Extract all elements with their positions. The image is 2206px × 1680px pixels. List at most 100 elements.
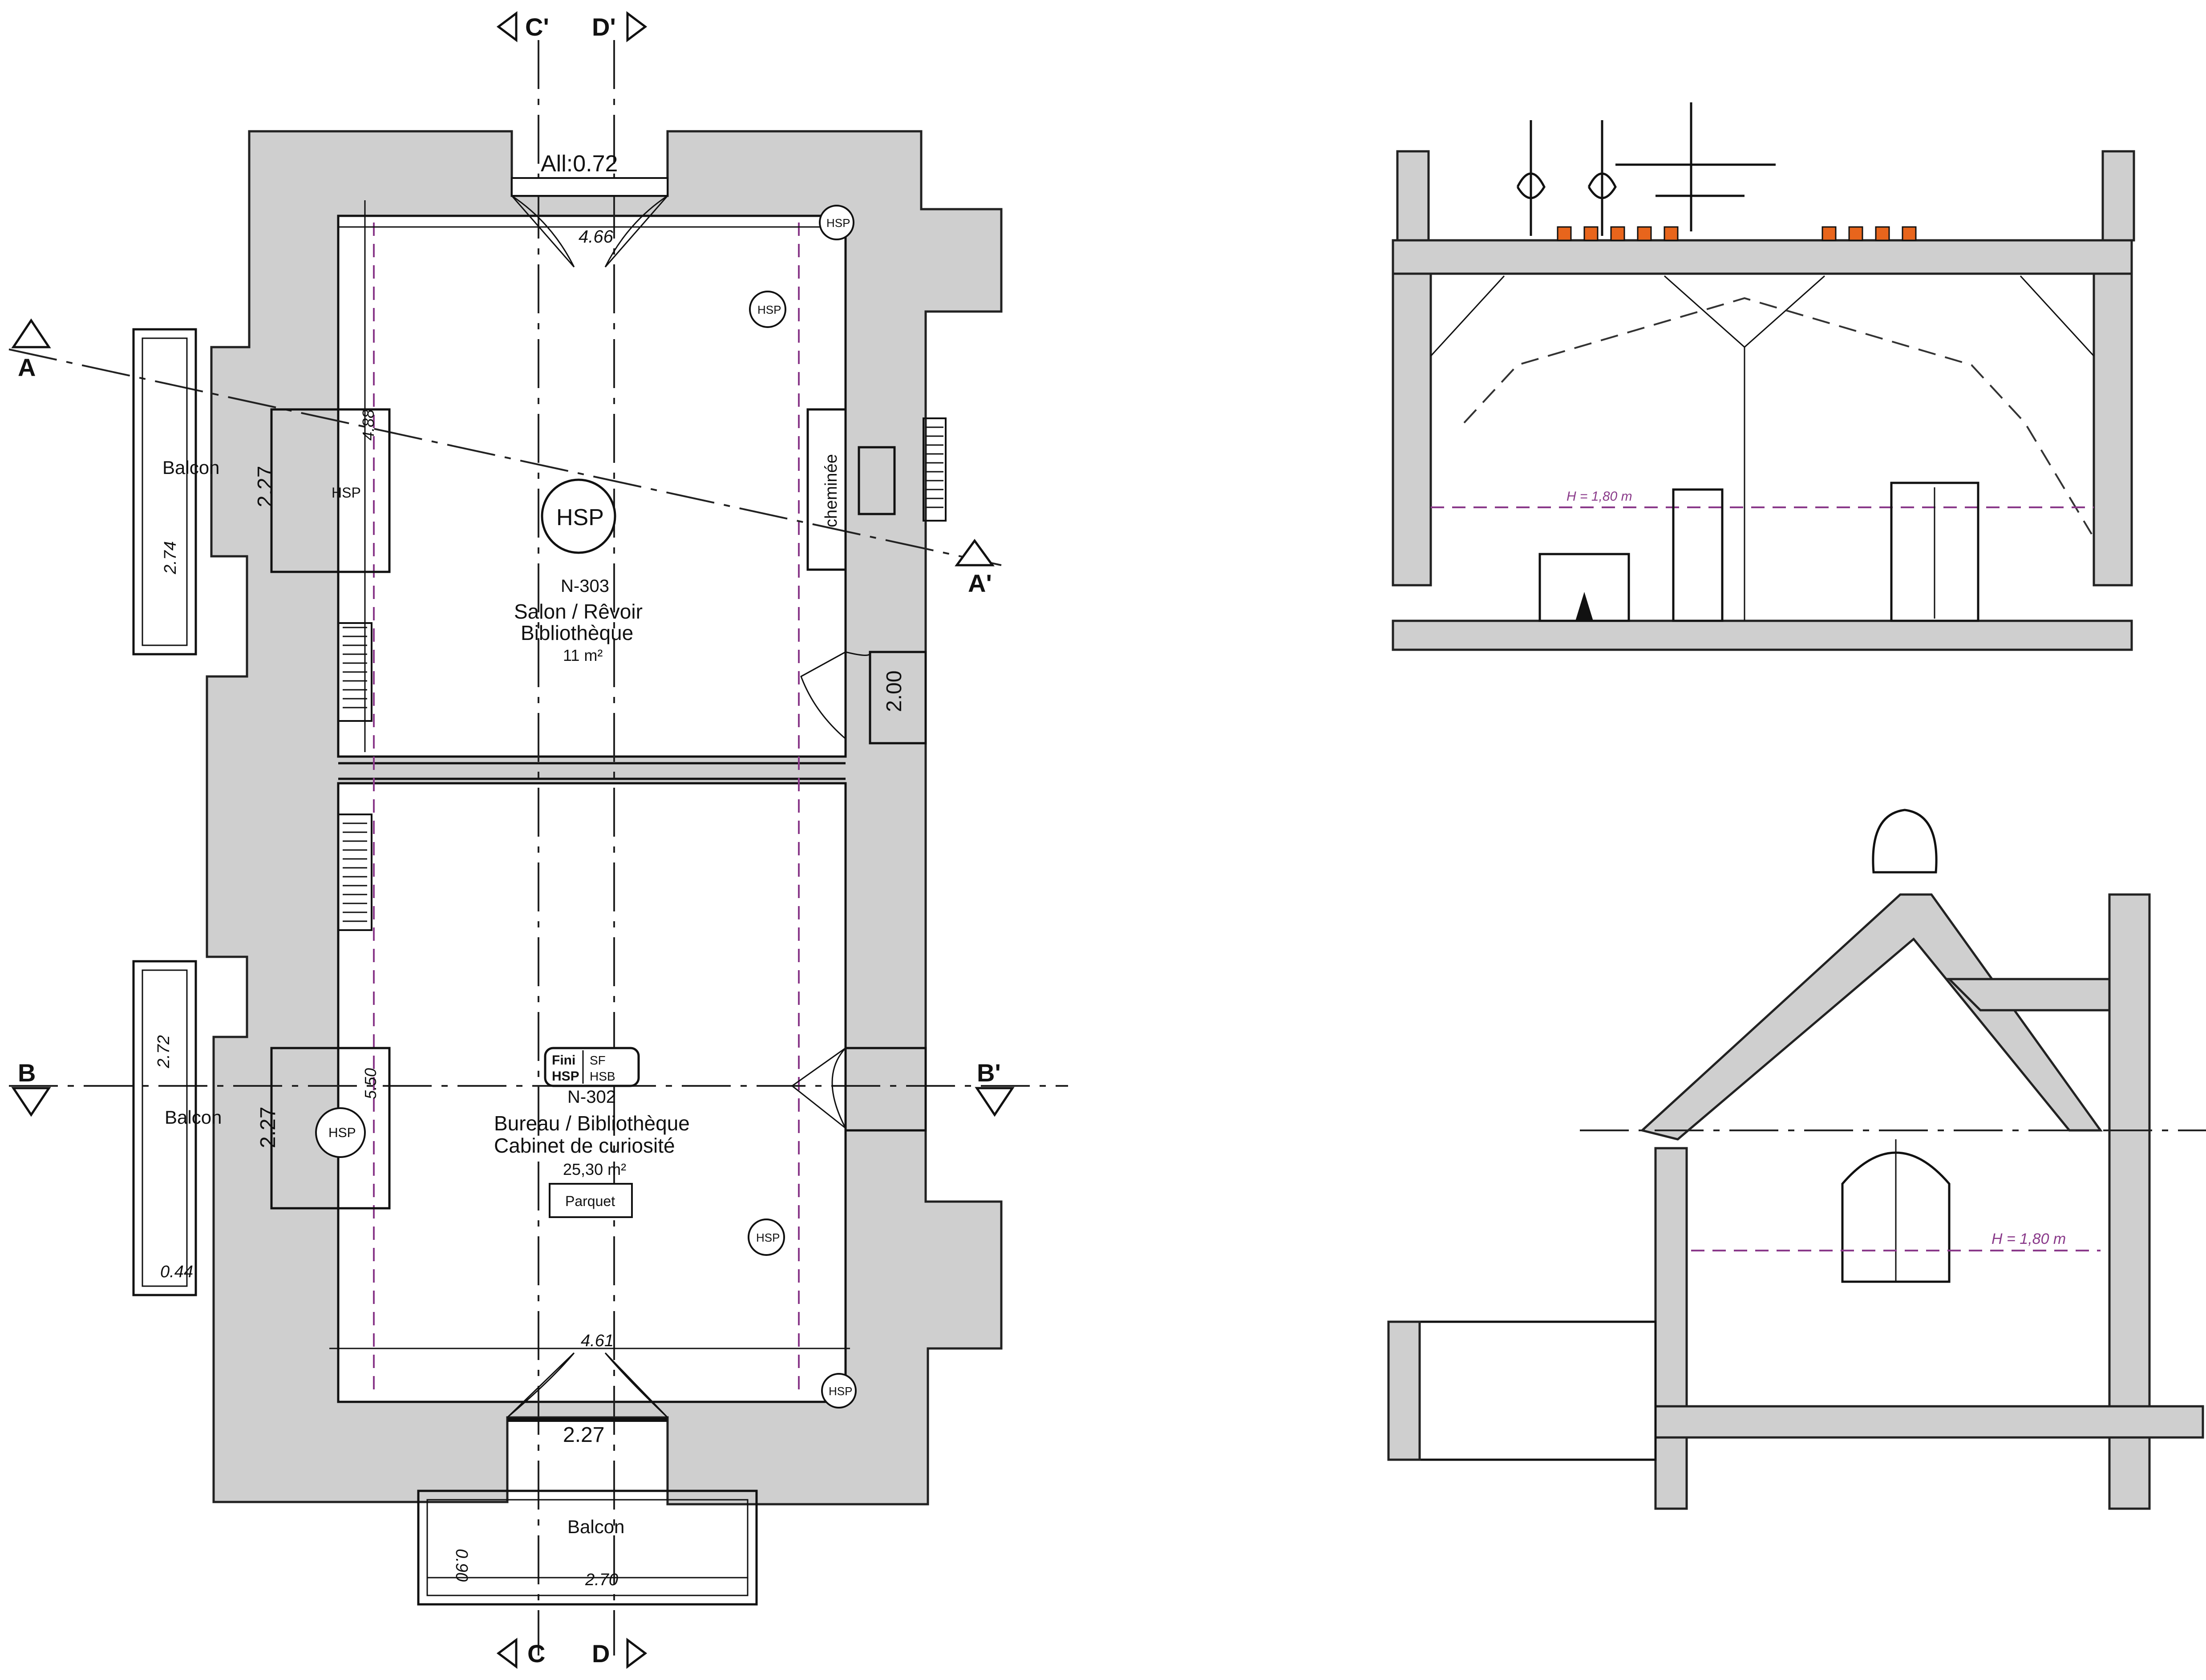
exterior-walls bbox=[206, 130, 1003, 1506]
double-door-section bbox=[1890, 482, 1979, 622]
terrace-parapet bbox=[1387, 1320, 1657, 1461]
dim-upper-height: 4.88 bbox=[359, 409, 377, 441]
section-label-a: A bbox=[18, 353, 36, 381]
dim-left-balcony-lower-window: 2.27 bbox=[256, 1107, 280, 1148]
bottom-door-swing bbox=[506, 1352, 668, 1418]
left-wall-lower bbox=[1654, 1147, 1688, 1510]
finish-tag bbox=[544, 1047, 640, 1087]
dim-left-balcony-lower-length: 2.72 bbox=[154, 1035, 173, 1069]
door-section-center bbox=[1672, 488, 1724, 622]
hsp-label-corner-lower: HSP bbox=[829, 1384, 852, 1398]
balcony-bottom bbox=[417, 1490, 758, 1606]
dim-bottom-balcony-width: 2.70 bbox=[585, 1571, 618, 1589]
door-right-lower-opening bbox=[844, 1047, 927, 1132]
radiator-lower bbox=[337, 814, 372, 931]
section-upper-roof-slab bbox=[1392, 239, 2133, 275]
section-label-b-prime: B' bbox=[977, 1059, 1001, 1087]
dim-top-width: 4.66 bbox=[579, 227, 614, 247]
room-n303-name-line2: Bibliothèque bbox=[521, 621, 633, 644]
section-marker-d-prime: D' bbox=[592, 11, 648, 42]
hsp-symbol-upper-right bbox=[749, 291, 786, 328]
room-n303-area: 11 m² bbox=[563, 646, 603, 664]
hsp-symbol-corner-upper bbox=[819, 205, 854, 240]
hsp-symbol-upper-center bbox=[541, 478, 616, 554]
balcony-bottom-label: Balcon bbox=[567, 1516, 624, 1537]
section-upper-floor-slab bbox=[1392, 619, 2133, 651]
section-marker-c-prime: C' bbox=[496, 11, 549, 42]
dim-lower-height: 5.50 bbox=[361, 1068, 380, 1099]
section-marker-a: A bbox=[11, 318, 51, 381]
section-label-c-prime: C' bbox=[525, 13, 549, 41]
hsp-label-upper-right: HSP bbox=[757, 303, 781, 316]
door-right-opening bbox=[869, 651, 927, 745]
fireplace-label: cheminée bbox=[822, 454, 841, 527]
floor-plan: C' D' C D A A' B B' bbox=[8, 11, 1068, 1669]
door-right-lower-swing bbox=[791, 1047, 846, 1129]
top-door-swing bbox=[511, 195, 668, 267]
balcony-lower-left-inner bbox=[142, 969, 188, 1287]
balcony-upper-left bbox=[132, 328, 197, 656]
hsp-label-lower-right: HSP bbox=[756, 1231, 780, 1244]
section-marker-c: C bbox=[496, 1638, 545, 1669]
dim-door-right: 2.00 bbox=[882, 671, 906, 712]
dim-left-balcony-upper-length: 2.74 bbox=[161, 541, 180, 575]
finial-left bbox=[1516, 120, 1546, 236]
fireplace bbox=[806, 408, 847, 571]
section-label-a-prime: A' bbox=[968, 569, 992, 597]
dim-bottom-width: 4.61 bbox=[581, 1332, 614, 1350]
room-n303-name-line1: Salon / Rêvoir bbox=[514, 600, 643, 623]
hsp-symbol-corner-lower bbox=[821, 1373, 857, 1409]
radiator-upper bbox=[337, 622, 372, 722]
floor-finish-label: Parquet bbox=[565, 1193, 615, 1209]
height-label-lower: H = 1,80 m bbox=[1991, 1231, 2066, 1247]
hsp-label-corner-upper: HSP bbox=[826, 216, 850, 230]
room-n302-name-line2: Cabinet de curiosité bbox=[494, 1134, 675, 1157]
section-label-b: B bbox=[18, 1059, 36, 1087]
ridge-cornice bbox=[1946, 978, 2111, 1012]
hsp-label-window-lower: HSP bbox=[328, 1125, 356, 1140]
terrace-wall bbox=[1387, 1320, 1421, 1461]
window-lower-left bbox=[270, 1047, 391, 1210]
window-upper-left bbox=[270, 408, 391, 573]
top-window-opening bbox=[511, 177, 668, 197]
roof-tiles-orange bbox=[1557, 226, 1917, 241]
radiator-right bbox=[923, 417, 947, 522]
dim-bottom-balcony-depth: 0.90 bbox=[452, 1549, 471, 1582]
balcony-bottom-inner bbox=[426, 1499, 749, 1596]
dim-left-balcony-upper-window: 2.27 bbox=[254, 466, 277, 507]
floor-slab-lower bbox=[1654, 1405, 2204, 1439]
section-marker-a-prime: A' bbox=[955, 538, 995, 597]
finish-tag-hsp: HSP bbox=[552, 1069, 579, 1084]
hsp-symbol-lower-right bbox=[748, 1219, 785, 1256]
chimney-right bbox=[2101, 150, 2135, 242]
attic-profile-dashed bbox=[1463, 297, 2093, 535]
section-label-d: D bbox=[592, 1640, 610, 1668]
fireplace-fire bbox=[1575, 592, 1593, 621]
top-window-label: All:0.72 bbox=[541, 151, 618, 177]
radiator-lower-fins bbox=[343, 822, 367, 922]
dim-left-balcony-depth: 0.44 bbox=[160, 1263, 193, 1281]
balcony-lower-left bbox=[132, 960, 197, 1296]
finish-tag-fini: Fini bbox=[552, 1053, 575, 1068]
room-n302-number: N-302 bbox=[567, 1087, 616, 1107]
room-n302-area: 25,30 m² bbox=[563, 1160, 626, 1178]
balcony-upper-label: Balcon bbox=[162, 457, 219, 478]
section-marker-b-prime: B' bbox=[975, 1059, 1015, 1117]
hsp-symbol-window-lower bbox=[315, 1107, 366, 1158]
roof-trusses bbox=[1430, 275, 2095, 621]
arched-window bbox=[1841, 1151, 1951, 1283]
fireplace-flue bbox=[858, 446, 896, 515]
section-upper-left-wall bbox=[1392, 272, 1432, 587]
radiator-right-fins bbox=[926, 426, 943, 508]
section-marker-d: D bbox=[592, 1638, 648, 1669]
radiator-upper-fins bbox=[343, 627, 367, 708]
section-label-c: C bbox=[527, 1640, 545, 1668]
room-n302-name-line1: Bureau / Bibliothèque bbox=[494, 1112, 690, 1135]
door-right-swing bbox=[800, 651, 871, 740]
room-n303-number: N-303 bbox=[561, 576, 609, 596]
section-lower: H = 1,80 m bbox=[1387, 809, 2206, 1510]
floor-finish-box bbox=[549, 1183, 633, 1218]
dim-bottom-window: 2.27 bbox=[563, 1423, 604, 1447]
axis-a bbox=[8, 348, 1002, 566]
